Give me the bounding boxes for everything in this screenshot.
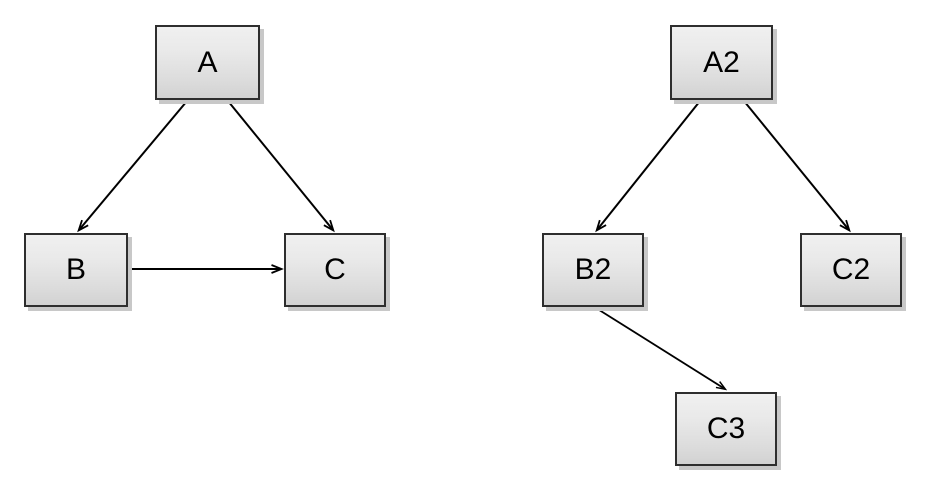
node-a-label: A	[197, 45, 218, 79]
edge-b2-to-c3	[595, 307, 725, 389]
node-c2-label: C2	[831, 253, 871, 286]
edge-a2-to-b2	[595, 100, 701, 233]
node-a2-label: A2	[703, 45, 740, 79]
node-c[interactable]: C	[284, 233, 386, 307]
node-b2-label: B2	[574, 253, 612, 286]
edge-a2-to-c2	[743, 100, 851, 233]
node-c2[interactable]: C2	[800, 233, 902, 307]
node-a[interactable]: A	[155, 25, 260, 100]
edge-a-to-c	[227, 100, 335, 233]
node-c-label: C	[324, 253, 346, 286]
node-b-label: B	[65, 253, 86, 286]
node-c3[interactable]: C3	[675, 392, 777, 466]
node-b2[interactable]: B2	[542, 233, 644, 307]
node-a2[interactable]: A2	[670, 25, 773, 100]
node-b[interactable]: B	[24, 233, 128, 307]
node-c3-label: C3	[706, 412, 746, 445]
edge-a-to-b	[77, 100, 188, 233]
